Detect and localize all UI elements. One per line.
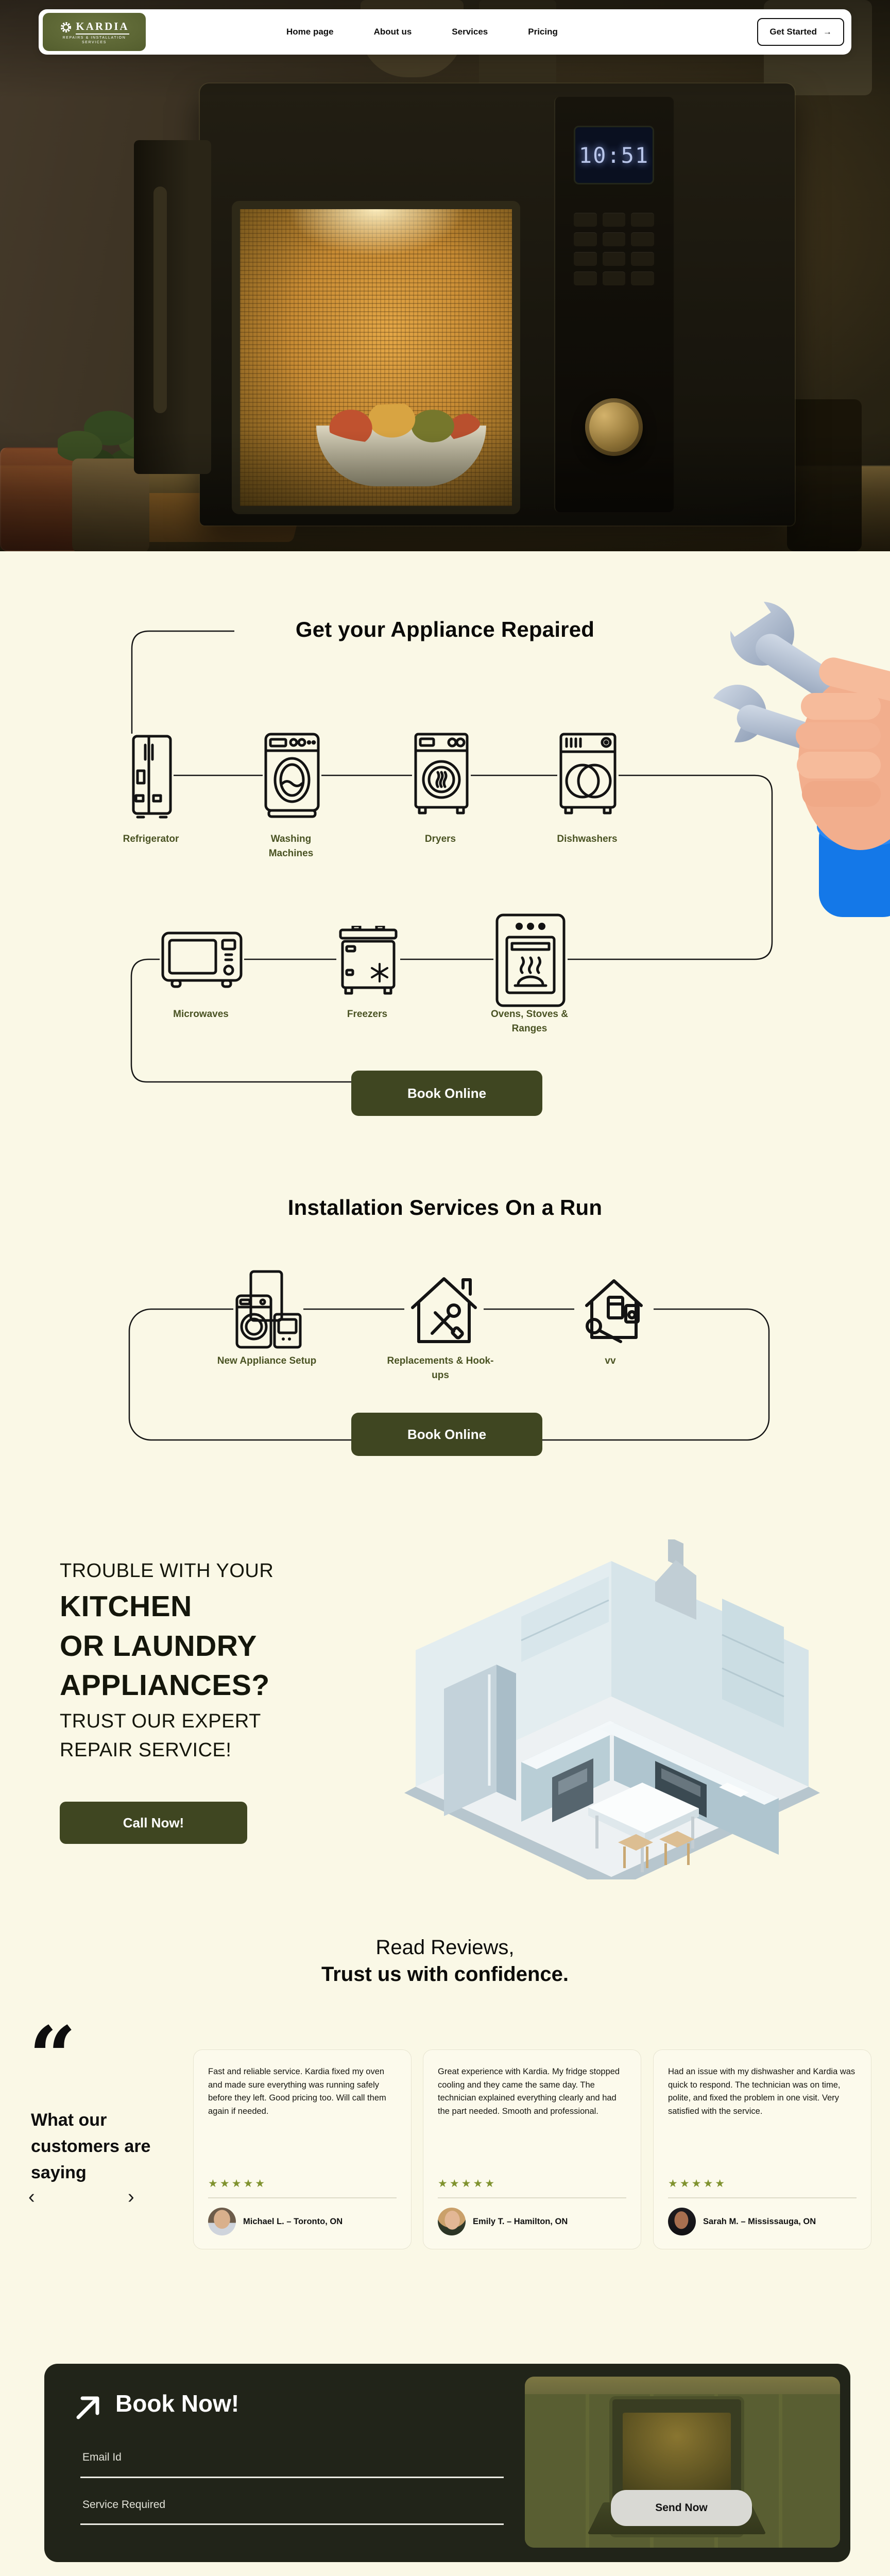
microwave-control-panel: 10:51 bbox=[554, 97, 674, 512]
install-label-new-appliance: New Appliance Setup bbox=[217, 1355, 317, 1366]
email-field[interactable] bbox=[82, 2451, 474, 2464]
reviewer-name: Michael L. – Toronto, ON bbox=[243, 2216, 343, 2226]
microwave-clock-display: 10:51 bbox=[574, 126, 654, 184]
booking-title: Book Now! bbox=[115, 2390, 239, 2417]
oven-stove-icon bbox=[493, 911, 568, 1009]
microwave-icon bbox=[160, 929, 244, 992]
nav-pricing[interactable]: Pricing bbox=[528, 27, 558, 37]
logo-name: KARDIA bbox=[76, 20, 129, 35]
service-underline bbox=[80, 2523, 504, 2525]
star-rating: ★★★★★ bbox=[668, 2178, 727, 2190]
repair-label-washing-machines: Washing Machines bbox=[268, 834, 314, 859]
microwave-dial bbox=[585, 398, 643, 456]
review-text: Had an issue with my dishwasher and Kard… bbox=[668, 2067, 855, 2116]
appliance-repair-section: Get your Appliance Repaired bbox=[0, 551, 890, 1144]
microwave-keypad bbox=[574, 213, 654, 285]
trouble-intro: TROUBLE WITH YOUR bbox=[60, 1560, 274, 1582]
install-section-title: Installation Services On a Run bbox=[287, 1195, 603, 1219]
review-card: Great experience with Kardia. My fridge … bbox=[423, 2049, 641, 2249]
freezer-icon bbox=[336, 925, 400, 998]
reviews-aside-heading: What our customers are saying bbox=[31, 2110, 151, 2182]
trouble-line-laundry: OR LAUNDRY bbox=[60, 1630, 257, 1663]
repair-label-ovens-stoves-ranges: Ovens, Stoves & Ranges bbox=[491, 1009, 568, 1034]
avatar bbox=[438, 2208, 466, 2235]
gear-icon bbox=[61, 22, 72, 32]
top-navigation-bar: KARDIA REPAIRS & INSTALLATION SERVICES H… bbox=[39, 9, 851, 55]
card-divider bbox=[668, 2197, 857, 2198]
review-text: Fast and reliable service. Kardia fixed … bbox=[208, 2067, 386, 2116]
brand-logo[interactable]: KARDIA REPAIRS & INSTALLATION SERVICES bbox=[43, 13, 146, 51]
star-rating: ★★★★★ bbox=[438, 2178, 497, 2190]
main-nav: Home page About us Services Pricing bbox=[286, 9, 558, 55]
install-label-replacements: Replacements & Hook-ups bbox=[387, 1355, 494, 1381]
replacements-hookups-icon bbox=[404, 1270, 484, 1350]
nav-home[interactable]: Home page bbox=[286, 27, 334, 37]
email-underline bbox=[80, 2477, 504, 2478]
nav-services[interactable]: Services bbox=[452, 27, 488, 37]
reviews-title-1: Read Reviews, bbox=[375, 1936, 515, 1959]
hero-microwave: 10:51 bbox=[134, 83, 795, 526]
avatar bbox=[668, 2208, 696, 2235]
arrow-right-icon: → bbox=[823, 27, 832, 37]
get-started-label: Get Started bbox=[769, 27, 817, 37]
arrow-up-right-icon bbox=[70, 2389, 106, 2426]
card-divider bbox=[208, 2197, 397, 2198]
repair-label-microwaves: Microwaves bbox=[173, 1009, 229, 1020]
logo-tagline-1: REPAIRS & INSTALLATION bbox=[62, 36, 126, 40]
repair-label-dryers: Dryers bbox=[424, 834, 456, 844]
food bbox=[322, 404, 480, 444]
dryer-icon bbox=[412, 731, 471, 822]
repair-label-refrigerator: Refrigerator bbox=[123, 834, 179, 844]
home-appliance-service-icon bbox=[574, 1270, 654, 1350]
service-required-field[interactable] bbox=[82, 2499, 474, 2511]
food-bowl bbox=[316, 404, 486, 486]
hero-bottle bbox=[787, 399, 862, 551]
trouble-outro-2: REPAIR SERVICE! bbox=[60, 1739, 232, 1761]
reviews-section: Read Reviews, Trust us with confidence. … bbox=[0, 1906, 890, 2349]
reviews-title-2: Trust us with confidence. bbox=[321, 1963, 569, 1986]
trouble-line-appliances: APPLIANCES? bbox=[60, 1669, 270, 1702]
nav-about[interactable]: About us bbox=[373, 27, 412, 37]
repair-section-title: Get your Appliance Repaired bbox=[295, 617, 595, 641]
reviewer-name: Emily T. – Hamilton, ON bbox=[473, 2216, 568, 2226]
review-text: Great experience with Kardia. My fridge … bbox=[438, 2067, 620, 2116]
card-divider bbox=[438, 2197, 626, 2198]
new-appliance-setup-icon bbox=[233, 1268, 303, 1352]
trouble-outro-1: TRUST OUR EXPERT bbox=[60, 1710, 261, 1732]
review-card: Fast and reliable service. Kardia fixed … bbox=[193, 2049, 412, 2249]
hero-cutting-board bbox=[71, 493, 305, 542]
refrigerator-icon bbox=[130, 734, 174, 820]
dishwasher-icon bbox=[557, 731, 619, 822]
get-started-button[interactable]: Get Started → bbox=[757, 18, 844, 46]
star-rating: ★★★★★ bbox=[208, 2178, 267, 2190]
clock-time: 10:51 bbox=[578, 142, 649, 168]
logo-tagline-2: SERVICES bbox=[81, 40, 107, 44]
reviewer-name: Sarah M. – Mississauga, ON bbox=[703, 2216, 816, 2226]
send-now-button[interactable]: Send Now bbox=[611, 2490, 752, 2526]
microwave-window bbox=[232, 201, 520, 514]
carousel-next-arrow[interactable]: › bbox=[128, 2186, 134, 2208]
hero-plant bbox=[58, 403, 163, 551]
book-online-button-repair[interactable]: Book Online bbox=[351, 1071, 542, 1116]
hero-counter bbox=[0, 466, 890, 551]
washing-machine-icon bbox=[263, 731, 321, 822]
microwave-open-door bbox=[134, 140, 211, 474]
avatar bbox=[208, 2208, 236, 2235]
isometric-kitchen-illustration bbox=[367, 1539, 856, 1879]
repair-label-dishwashers: Dishwashers bbox=[557, 834, 618, 844]
hand-holding-wrench-illustration bbox=[690, 592, 890, 933]
call-now-button[interactable]: Call Now! bbox=[60, 1802, 247, 1844]
hero-jar bbox=[0, 447, 81, 551]
review-card: Had an issue with my dishwasher and Kard… bbox=[653, 2049, 871, 2249]
carousel-prev-arrow[interactable]: ‹ bbox=[28, 2186, 35, 2208]
installation-services-section: Installation Services On a Run bbox=[0, 1144, 890, 1535]
book-online-button-install[interactable]: Book Online bbox=[351, 1413, 542, 1456]
book-now-panel: Book Now! Send Now bbox=[44, 2364, 850, 2562]
repair-label-freezers: Freezers bbox=[347, 1009, 388, 1020]
quote-icon: “ bbox=[29, 2008, 77, 2105]
trouble-cta-section: TROUBLE WITH YOUR KITCHEN OR LAUNDRY APP… bbox=[0, 1535, 890, 1906]
install-label-vv: vv bbox=[605, 1355, 616, 1366]
hero-image: 10:51 bbox=[0, 0, 890, 551]
trouble-line-kitchen: KITCHEN bbox=[60, 1590, 192, 1623]
